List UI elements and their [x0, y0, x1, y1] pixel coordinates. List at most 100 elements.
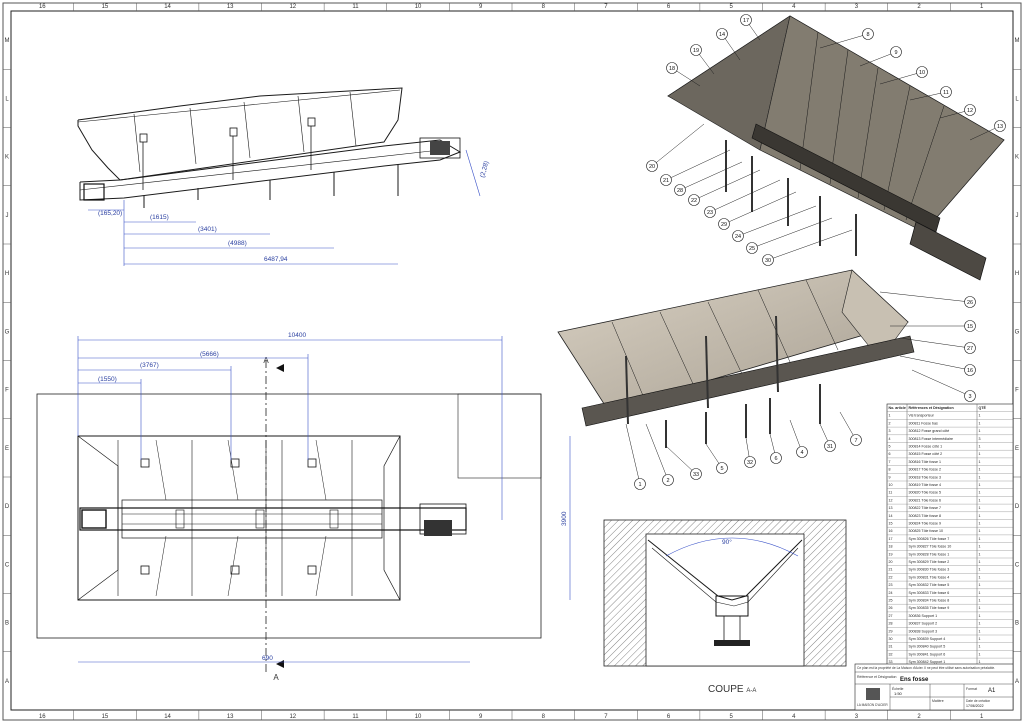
column-label: 2: [917, 4, 921, 10]
balloon-leader: [709, 179, 781, 213]
balloon: 15: [964, 320, 976, 332]
balloon: 10: [916, 66, 928, 78]
bom-cell: 300816 Tôle fosse 1: [909, 460, 942, 464]
title-ref-value: Ens fosse: [900, 677, 929, 683]
row-label: H: [5, 271, 9, 277]
dim-plan-2: (5666): [200, 351, 219, 358]
bom-cell: 1: [979, 614, 981, 618]
balloon: 17: [740, 14, 752, 26]
balloon-number: 20: [649, 164, 655, 170]
bom-cell: 25: [889, 599, 893, 603]
column-label: 14: [164, 714, 171, 720]
title-ref-label: Référence et Désignation: [857, 675, 897, 679]
balloon-circle: [964, 320, 976, 332]
balloon: 25: [746, 242, 758, 254]
balloon-circle: [762, 254, 774, 266]
bom-cell: 1: [979, 429, 981, 433]
bom-cell: 16: [889, 529, 893, 533]
balloon: 4: [796, 446, 808, 458]
bom-cell: 4: [889, 437, 891, 441]
balloon-leader: [909, 91, 947, 101]
bom-cell: 23: [889, 583, 893, 587]
bom-cell: 300823 Tôle fosse 8: [909, 514, 942, 518]
bom-cell: 1: [979, 629, 981, 633]
balloon-circle: [674, 184, 686, 196]
balloon: 28: [674, 184, 686, 196]
bom-cell: 1: [979, 483, 981, 487]
bom-cell: Sym 300832 Tôle fosse 5: [909, 583, 950, 587]
bom-cell: 1: [979, 468, 981, 472]
balloon: 32: [744, 456, 756, 468]
balloon: 31: [824, 440, 836, 452]
bom-cell: 10: [889, 483, 893, 487]
balloon: 5: [716, 462, 728, 474]
bom-cell: 300822 Tôle fosse 7: [909, 506, 942, 510]
dim-side-3: (3401): [198, 226, 217, 233]
column-label: 12: [289, 714, 296, 720]
balloon-circle: [718, 218, 730, 230]
bom-cell: 1: [979, 498, 981, 502]
column-label: 6: [667, 714, 671, 720]
balloon-number: 28: [677, 188, 683, 194]
column-label: 3: [855, 714, 859, 720]
bom-header: QTÉ: [979, 405, 987, 410]
row-label: A: [1015, 679, 1019, 685]
column-label: 13: [227, 4, 234, 10]
balloon-circle: [716, 28, 728, 40]
row-label: F: [1015, 388, 1019, 394]
row-label: G: [1015, 329, 1020, 335]
bom-cell: Sym 300828 Tôle fosse 1: [909, 552, 950, 556]
company-name: LA MAISON D'ACIER: [857, 703, 888, 707]
balloon-leader: [899, 355, 971, 371]
column-label: 5: [730, 4, 734, 10]
balloon-number: 18: [669, 66, 675, 72]
dim-side-angle: (2,28): [479, 160, 490, 178]
section-label: COUPE A-A: [708, 684, 756, 695]
column-label: 14: [164, 4, 171, 10]
balloon-circle: [862, 28, 874, 40]
column-label: 2: [917, 714, 921, 720]
bom-cell: 1: [979, 522, 981, 526]
bom-cell: 300817 Tôle fosse 2: [909, 468, 942, 472]
bom-cell: 1: [979, 545, 981, 549]
balloon-number: 26: [967, 300, 973, 306]
bom-cell: 1: [979, 606, 981, 610]
bom-cell: 1: [979, 491, 981, 495]
column-label: 6: [667, 4, 671, 10]
balloon-number: 12: [967, 108, 973, 114]
bom-cell: 1: [889, 414, 891, 418]
balloon: 1: [634, 478, 646, 490]
bom-cell: Sym 300835 Tôle fosse 9: [909, 606, 950, 610]
balloon-number: 17: [743, 18, 749, 24]
column-label: 3: [855, 4, 859, 10]
column-label: 8: [542, 4, 546, 10]
balloon-number: 1: [638, 482, 641, 488]
balloon-number: 10: [919, 70, 925, 76]
row-label: A: [5, 679, 9, 685]
balloon: 26: [964, 296, 976, 308]
balloon-number: 8: [866, 32, 869, 38]
balloon: 30: [762, 254, 774, 266]
balloon-leader: [737, 205, 817, 237]
dim-plan-6: 690: [262, 655, 273, 662]
row-label: B: [5, 621, 9, 627]
scale-label: Échelle: [892, 686, 904, 691]
bom-cell: 1: [979, 529, 981, 533]
row-label: E: [1015, 446, 1019, 452]
bom-cell: 15: [889, 522, 893, 526]
date-label: Date de création: [966, 699, 990, 703]
bom-cell: 12: [889, 498, 893, 502]
bom-cell: 300820 Tôle fosse 5: [909, 491, 942, 495]
bom-cell: 7: [889, 460, 891, 464]
balloon-number: 30: [765, 258, 771, 264]
column-label: 10: [415, 4, 422, 10]
balloon: 7: [850, 434, 862, 446]
balloon-circle: [964, 104, 976, 116]
balloon-number: 15: [967, 324, 973, 330]
balloon-circle: [770, 452, 782, 464]
bom-cell: Sym 300833 Tôle fosse 6: [909, 591, 950, 595]
balloon-number: 6: [774, 456, 777, 462]
column-label: 11: [352, 4, 359, 10]
balloon-circle: [660, 174, 672, 186]
